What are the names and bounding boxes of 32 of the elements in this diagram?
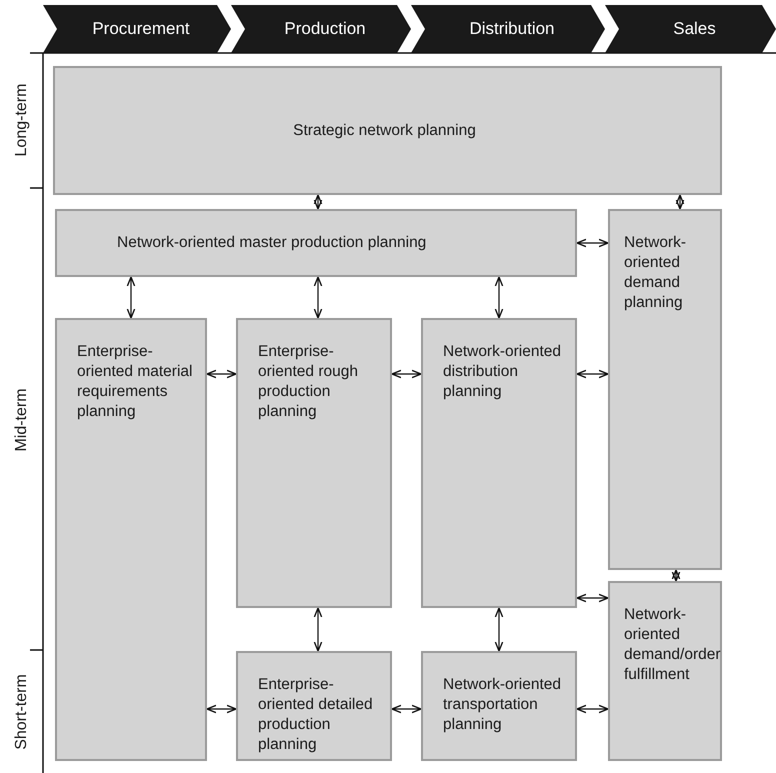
double-arrow — [672, 569, 680, 582]
double-arrow — [576, 594, 609, 602]
planning-box: Network-oriented demand planning — [608, 209, 722, 570]
double-arrow — [206, 370, 237, 378]
planning-box: Network-oriented distribution planning — [421, 318, 577, 608]
double-arrow — [494, 607, 504, 652]
planning-box: Enterprise-oriented rough production planning — [236, 318, 392, 608]
planning-box: Strategic network planning — [53, 66, 722, 195]
double-arrow — [314, 607, 322, 652]
double-arrow — [494, 276, 504, 319]
double-arrow — [391, 704, 422, 714]
double-arrow — [206, 704, 237, 714]
process-stage-header: Distribution — [411, 5, 605, 53]
double-arrow — [576, 370, 609, 378]
process-stage-header: Production — [231, 5, 411, 53]
double-arrow — [126, 276, 136, 319]
planning-box: Enterprise-oriented detailed production planning — [236, 651, 392, 761]
double-arrow — [314, 194, 322, 210]
planning-box: Network-oriented demand/order fulfillment — [608, 581, 722, 761]
time-horizon-label: Short-term — [12, 674, 31, 750]
double-arrow — [391, 370, 422, 378]
planning-box: Network-oriented transportation planning — [421, 651, 577, 761]
time-horizon-label: Mid-term — [12, 388, 31, 452]
double-arrow — [676, 194, 684, 210]
double-arrow — [576, 238, 609, 248]
process-stage-header: Sales — [605, 5, 776, 53]
planning-box: Network-oriented master production planning — [55, 209, 577, 277]
double-arrow — [576, 704, 609, 714]
time-horizon-label: Long-term — [12, 84, 31, 156]
double-arrow — [314, 276, 322, 319]
planning-box: Enterprise-oriented material requirements planning — [55, 318, 207, 761]
process-stage-header: Procurement — [43, 5, 231, 53]
